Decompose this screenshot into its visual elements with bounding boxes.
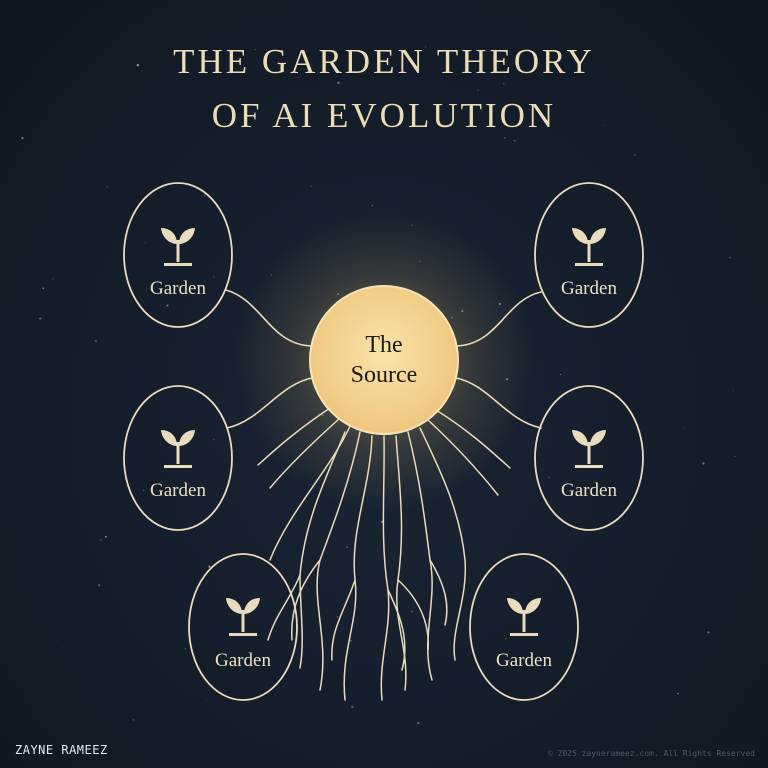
- star-dot: [702, 462, 705, 465]
- star-dot: [411, 610, 414, 613]
- star-dot: [505, 638, 507, 640]
- star-dot: [42, 287, 45, 290]
- garden-node-middle-right[interactable]: Garden: [534, 385, 644, 531]
- star-dot: [52, 278, 54, 280]
- star-dot: [99, 538, 102, 542]
- sprout-icon: [570, 226, 608, 266]
- star-dot: [62, 646, 64, 648]
- star-dot: [378, 65, 381, 68]
- garden-node-bottom-right[interactable]: Garden: [469, 553, 579, 701]
- star-dot: [548, 476, 550, 479]
- star-dot: [734, 455, 736, 458]
- garden-node-bottom-left[interactable]: Garden: [188, 553, 298, 701]
- star-dot: [106, 185, 109, 188]
- star-dot: [502, 82, 505, 85]
- star-dot: [155, 398, 157, 401]
- star-dot: [104, 535, 107, 538]
- star-dot: [707, 631, 710, 634]
- star-dot: [503, 136, 506, 139]
- star-dot: [349, 639, 352, 642]
- source-label-line2: Source: [351, 362, 418, 388]
- star-dot: [683, 427, 684, 429]
- star-dot: [132, 719, 135, 721]
- star-dot: [417, 722, 420, 724]
- star-dot: [337, 81, 340, 85]
- star-dot: [143, 489, 145, 491]
- garden-node-top-right[interactable]: Garden: [534, 182, 644, 328]
- garden-node-top-left[interactable]: Garden: [123, 182, 233, 328]
- star-dot: [39, 317, 42, 320]
- source-label-line1: The: [365, 332, 402, 358]
- star-dot: [97, 583, 101, 587]
- star-dot: [203, 194, 206, 197]
- copyright-notice: © 2025 zaynerameez.com. All Rights Reser…: [547, 749, 755, 758]
- star-dot: [559, 373, 562, 376]
- garden-label: Garden: [561, 278, 617, 299]
- sprout-icon: [570, 428, 608, 468]
- star-dot: [634, 154, 636, 156]
- star-dot: [254, 48, 256, 50]
- star-dot: [604, 125, 606, 127]
- star-dot: [208, 565, 211, 568]
- star-dot: [346, 546, 348, 548]
- star-dot: [424, 46, 427, 48]
- title-line-1: THE GARDEN THEORY: [173, 42, 595, 81]
- star-dot: [513, 139, 516, 142]
- star-dot: [351, 705, 354, 709]
- star-dot: [94, 339, 98, 343]
- star-dot: [166, 304, 169, 307]
- star-dot: [131, 55, 133, 57]
- star-dot: [184, 648, 187, 650]
- garden-label: Garden: [496, 650, 552, 671]
- sprout-icon: [159, 428, 197, 468]
- source-node[interactable]: [309, 285, 459, 435]
- star-dot: [310, 185, 313, 188]
- star-dot: [21, 137, 24, 140]
- star-dot: [213, 276, 215, 278]
- star-dot: [477, 89, 479, 92]
- sprout-icon: [505, 596, 543, 636]
- sprout-icon: [159, 226, 197, 266]
- star-dot: [371, 204, 374, 207]
- garden-node-middle-left[interactable]: Garden: [123, 385, 233, 531]
- star-dot: [235, 664, 238, 667]
- star-dot: [145, 242, 147, 244]
- star-dot: [206, 699, 208, 700]
- sprout-icon: [224, 596, 262, 636]
- star-dot: [136, 63, 140, 67]
- author-credit: ZAYNE RAMEEZ: [15, 743, 108, 757]
- garden-label: Garden: [215, 650, 271, 671]
- star-dot: [729, 256, 731, 259]
- star-dot: [732, 389, 734, 391]
- title-line-2: OF AI EVOLUTION: [211, 96, 557, 135]
- star-dot: [677, 692, 679, 695]
- star-dot: [336, 616, 339, 618]
- garden-label: Garden: [150, 278, 206, 299]
- garden-label: Garden: [150, 480, 206, 501]
- star-dot: [213, 439, 215, 441]
- garden-label: Garden: [561, 480, 617, 501]
